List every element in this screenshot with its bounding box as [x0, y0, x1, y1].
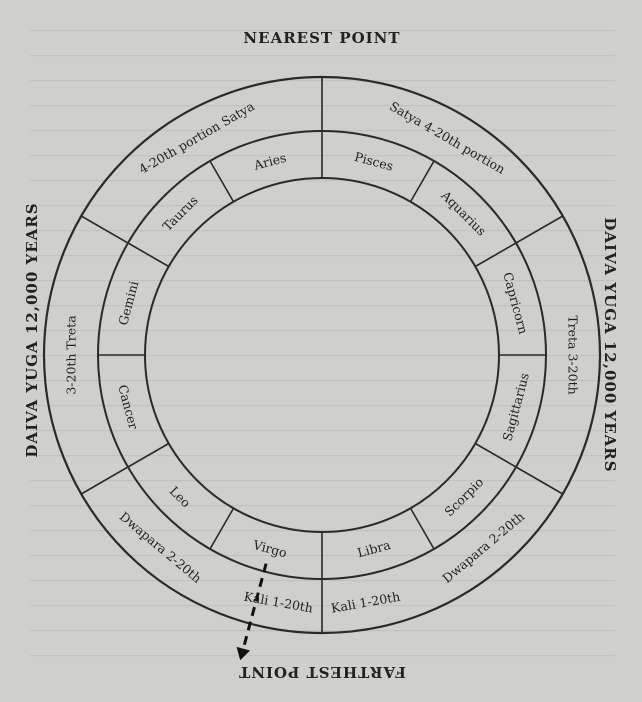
sign-label-libra: Libra: [356, 537, 393, 560]
sign-label-gemini: Gemini: [115, 279, 141, 327]
sign-label-virgo: Virgo: [251, 537, 289, 561]
faint-background-line: [30, 305, 615, 307]
faint-background-line: [30, 480, 615, 482]
outer-ring-divider: [80, 215, 129, 244]
faint-background-line: [30, 255, 615, 257]
sign-label-cancer: Cancer: [115, 383, 141, 431]
faint-background-line: [30, 330, 615, 332]
sign-label-sagittarius: Sagittarius: [499, 371, 532, 442]
sign-ring-divider: [209, 160, 235, 203]
arrow-pointer: [236, 563, 268, 661]
faint-background-line: [30, 30, 615, 32]
faint-background-line: [30, 355, 615, 357]
arrow-head-icon: [236, 646, 251, 661]
faint-background-line: [30, 655, 615, 657]
yuga-portion-label: Dwapara 2-20th: [439, 509, 527, 586]
faint-background-line: [30, 180, 615, 182]
yuga-portion-label: Kali 1-20th: [330, 589, 401, 616]
point-titles: NEAREST POINT FARTHEST POINT: [238, 29, 406, 681]
sign-ring-divider: [409, 160, 435, 203]
right-daiva-yuga-label: DAIVA YUGA 12,000 YEARS: [601, 217, 619, 472]
yuga-portion-label: Dwapara 2-20th: [117, 509, 205, 586]
faint-background-line: [30, 205, 615, 207]
faint-background-line: [30, 505, 615, 507]
yuga-portion-label: 3-20th Treta: [64, 315, 79, 395]
outer-ring-divider: [80, 466, 129, 495]
faint-background-line: [30, 405, 615, 407]
sign-ring-divider: [409, 507, 435, 550]
faint-background-line: [30, 230, 615, 232]
sign-ring-divider: [474, 242, 517, 268]
nearest-point-title: NEAREST POINT: [243, 29, 400, 47]
sign-label-aries: Aries: [251, 150, 288, 173]
zodiac-sign-labels: PiscesAquariusCapricornSagittariusScorpi…: [115, 149, 532, 560]
faint-background-line: [30, 530, 615, 532]
sign-label-leo: Leo: [167, 483, 194, 510]
sign-ring-divider: [127, 242, 170, 268]
daiva-yuga-side-labels: DAIVA YUGA 12,000 YEARS DAIVA YUGA 12,000…: [23, 202, 619, 472]
sign-label-taurus: Taurus: [160, 193, 201, 234]
outer-ring-divider: [515, 466, 564, 495]
faint-background-line: [30, 380, 615, 382]
faint-background-line: [30, 430, 615, 432]
faint-background-line: [30, 455, 615, 457]
sign-ring-divider: [209, 507, 235, 550]
outer-ring-divider: [515, 215, 564, 244]
sign-label-pisces: Pisces: [353, 149, 395, 174]
sign-ring-divider: [474, 442, 517, 468]
faint-background-line: [30, 55, 615, 57]
sign-ring-divider: [127, 442, 170, 468]
farthest-point-title: FARTHEST POINT: [238, 663, 406, 681]
yuga-portion-label: 4-20th portion Satya: [136, 98, 257, 177]
yuga-portion-label: Treta 3-20th: [566, 315, 581, 394]
left-daiva-yuga-label: DAIVA YUGA 12,000 YEARS: [23, 202, 41, 457]
yuga-portion-label: Satya 4-20th portion: [387, 98, 508, 176]
ring-dividers: [80, 77, 564, 633]
faint-background-line: [30, 280, 615, 282]
